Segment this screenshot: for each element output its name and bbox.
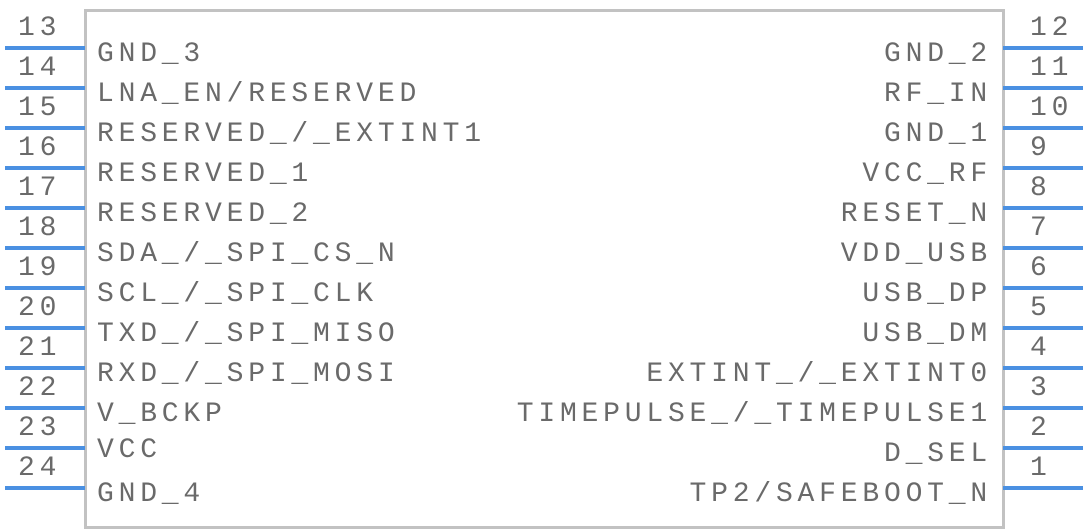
pin-label-1: TP2/SAFEBOOT_N [689,479,992,510]
pin-line-21 [5,366,85,370]
pin-line-2 [1003,446,1083,450]
pin-line-3 [1003,406,1083,410]
pin-number-1: 1 [1030,453,1052,484]
pin-number-4: 4 [1030,333,1052,364]
pin-label-16: RESERVED_1 [97,159,314,190]
pin-label-4: EXTINT_/_EXTINT0 [646,359,992,390]
pin-line-24 [5,486,85,490]
pin-label-9: VCC_RF [862,159,992,190]
pin-line-1 [1003,486,1083,490]
pin-line-23 [5,446,85,450]
pin-line-16 [5,166,85,170]
pin-label-23: VCC [97,435,162,466]
pin-line-4 [1003,366,1083,370]
pin-line-12 [1003,46,1083,50]
pin-line-14 [5,86,85,90]
pin-line-6 [1003,286,1083,290]
pin-number-23: 23 [18,413,62,444]
pin-number-19: 19 [18,253,62,284]
pin-label-15: RESERVED_/_EXTINT1 [97,119,486,150]
pin-number-9: 9 [1030,133,1052,164]
pin-number-10: 10 [1030,93,1074,124]
pin-number-14: 14 [18,53,62,84]
pin-line-10 [1003,126,1083,130]
pin-label-24: GND_4 [97,479,206,510]
pin-label-3: TIMEPULSE_/_TIMEPULSE1 [516,399,992,430]
pin-label-10: GND_1 [883,119,992,150]
pin-label-14: LNA_EN/RESERVED [97,79,422,110]
pin-number-13: 13 [18,13,62,44]
pin-label-21: RXD_/_SPI_MOSI [97,359,400,390]
component-body [84,9,1005,529]
pin-number-3: 3 [1030,373,1052,404]
pin-line-13 [5,46,85,50]
pin-label-11: RF_IN [883,79,992,110]
pin-label-7: VDD_USB [840,239,992,270]
pin-number-6: 6 [1030,253,1052,284]
pin-line-11 [1003,86,1083,90]
pin-number-15: 15 [18,93,62,124]
pin-label-6: USB_DP [862,279,992,310]
pin-line-19 [5,286,85,290]
pin-line-8 [1003,206,1083,210]
pin-label-18: SDA_/_SPI_CS_N [97,239,400,270]
pin-line-15 [5,126,85,130]
pin-line-9 [1003,166,1083,170]
pin-line-22 [5,406,85,410]
pin-number-5: 5 [1030,293,1052,324]
pin-number-8: 8 [1030,173,1052,204]
pin-label-5: USB_DM [862,319,992,350]
pin-line-18 [5,246,85,250]
pin-number-24: 24 [18,453,62,484]
pin-label-8: RESET_N [840,199,992,230]
pin-number-16: 16 [18,133,62,164]
pin-number-2: 2 [1030,413,1052,444]
pin-label-19: SCL_/_SPI_CLK [97,279,378,310]
pin-number-7: 7 [1030,213,1052,244]
pin-label-22: V_BCKP [97,399,227,430]
pin-label-12: GND_2 [883,39,992,70]
pin-number-18: 18 [18,213,62,244]
pin-number-11: 11 [1030,53,1074,84]
pin-label-20: TXD_/_SPI_MISO [97,319,400,350]
pin-number-21: 21 [18,333,62,364]
pin-number-20: 20 [18,293,62,324]
pin-line-5 [1003,326,1083,330]
pin-number-22: 22 [18,373,62,404]
pin-label-17: RESERVED_2 [97,199,314,230]
pin-label-13: GND_3 [97,39,206,70]
pin-line-7 [1003,246,1083,250]
pin-number-12: 12 [1030,13,1074,44]
pin-line-20 [5,326,85,330]
pin-line-17 [5,206,85,210]
pin-number-17: 17 [18,173,62,204]
pin-label-2: D_SEL [883,439,992,470]
